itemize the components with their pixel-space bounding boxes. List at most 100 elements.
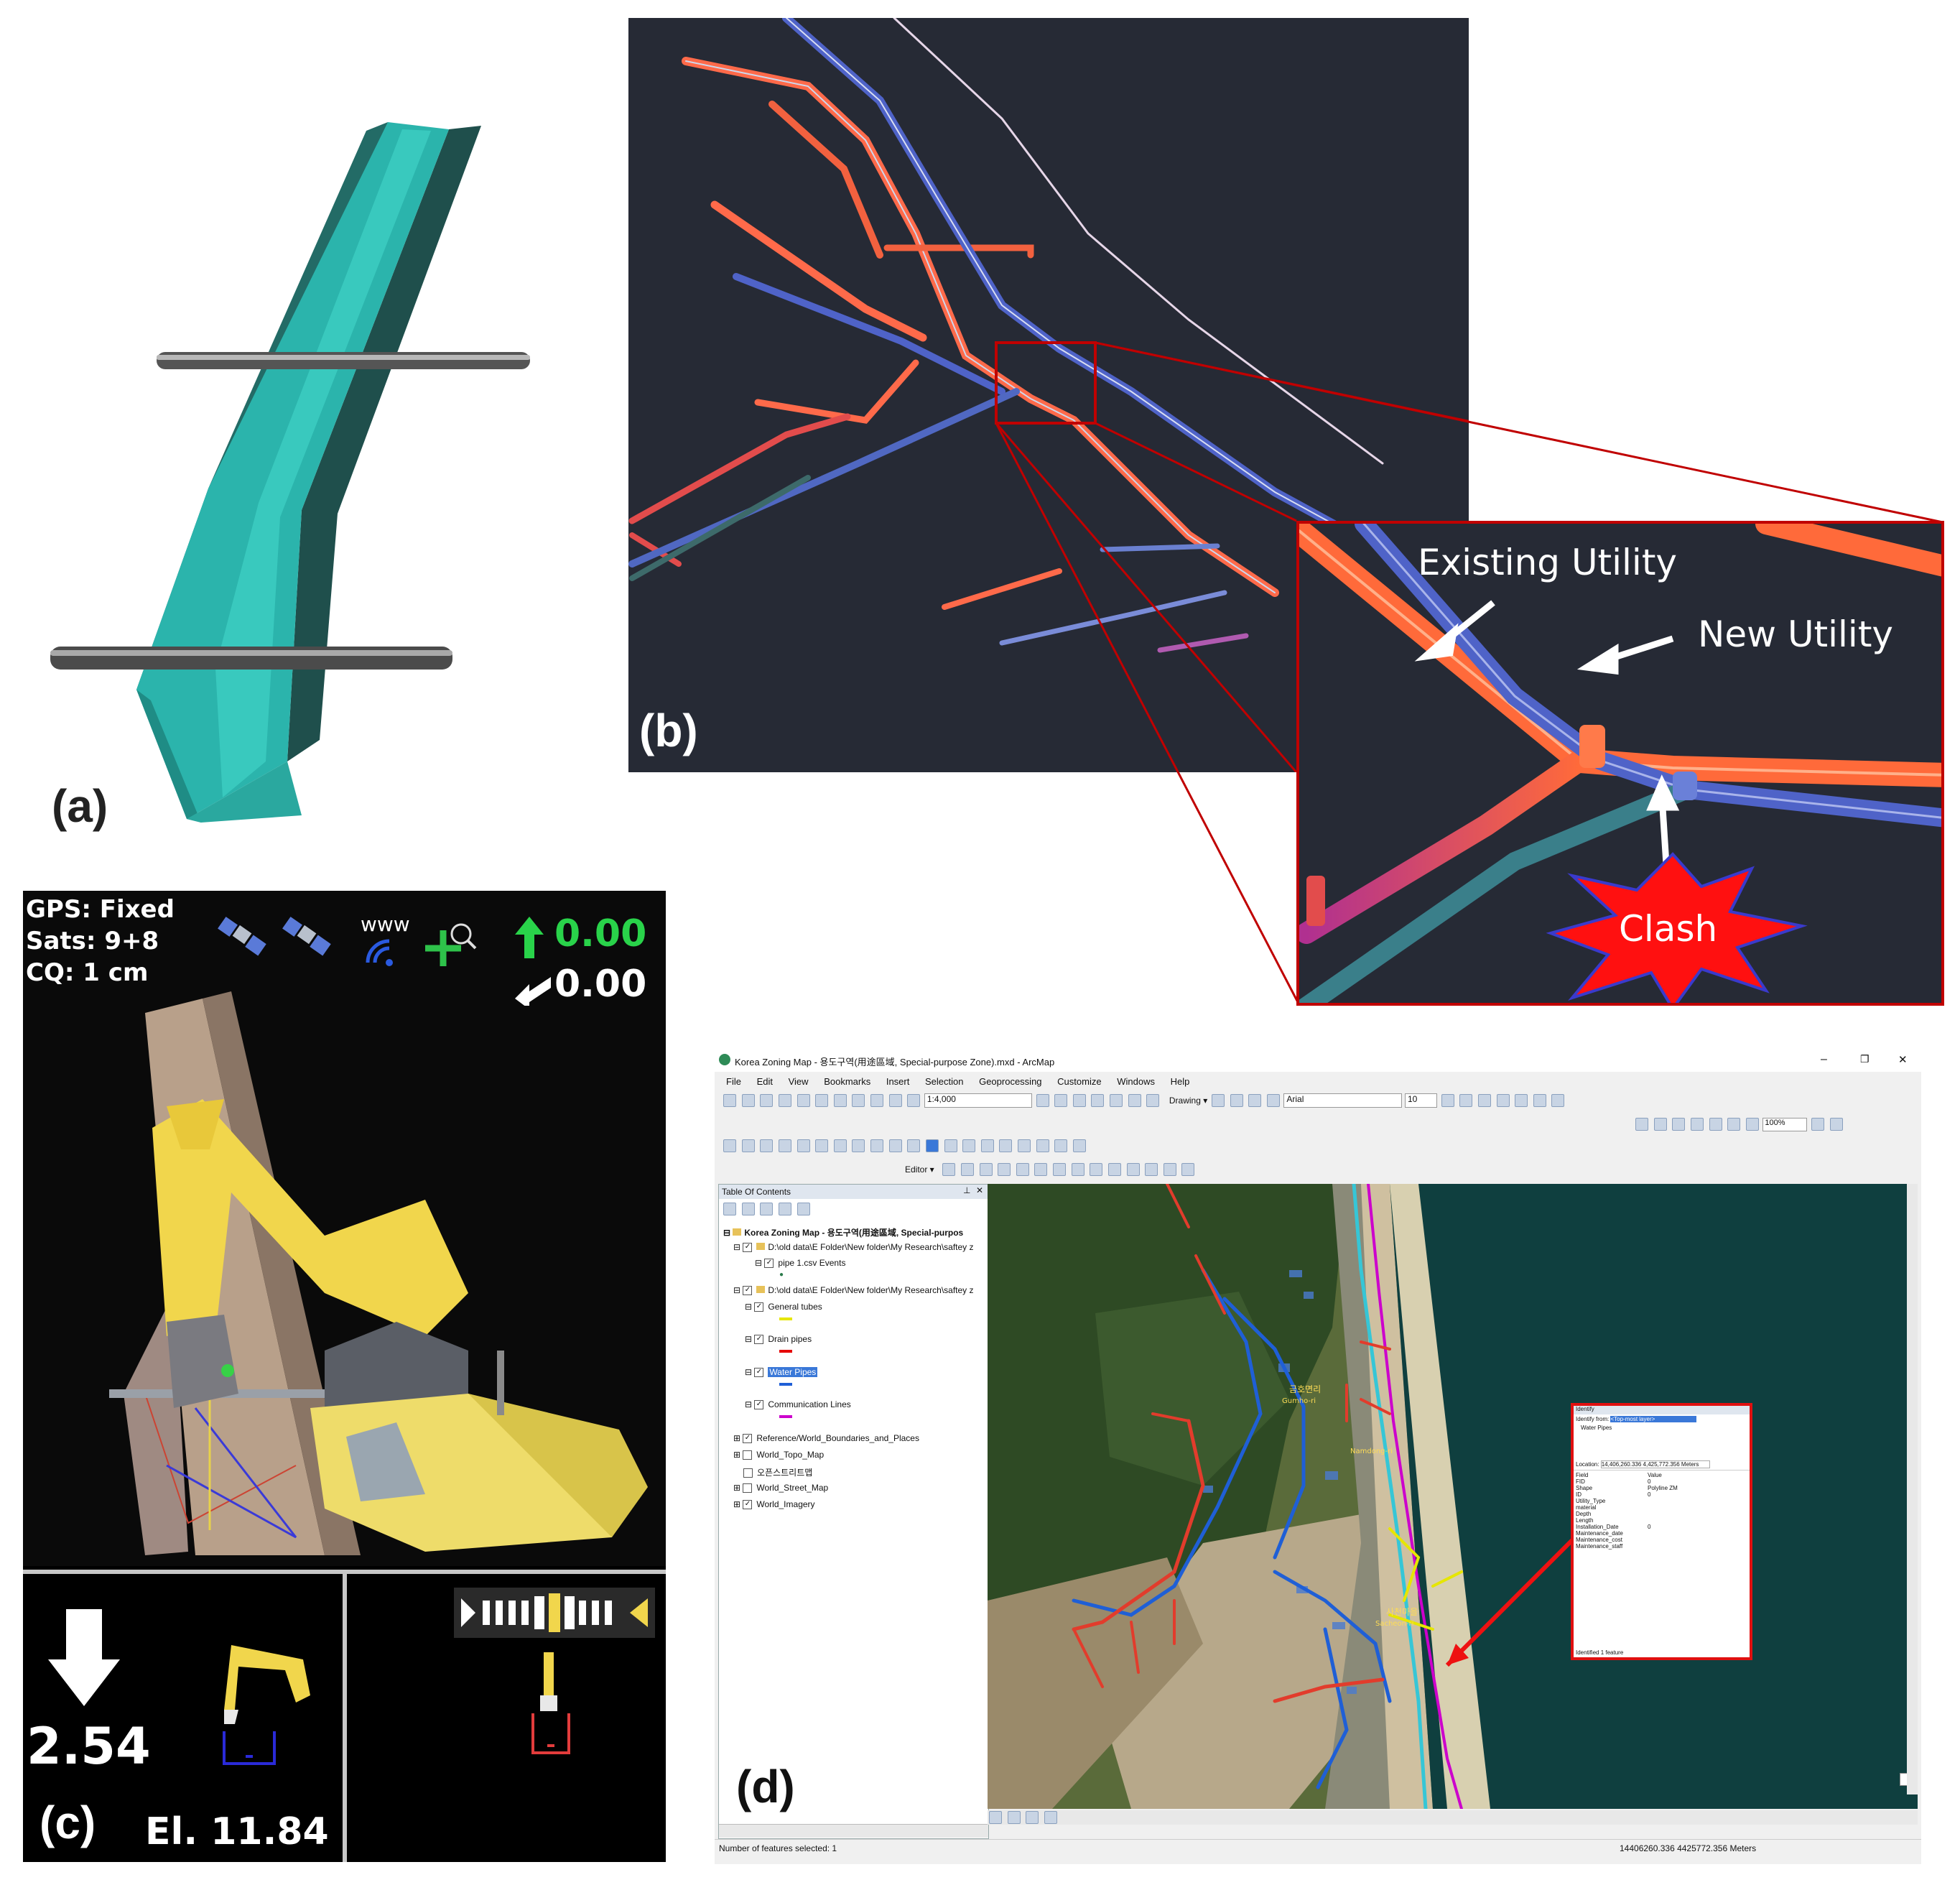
python-window-icon[interactable]	[1128, 1094, 1141, 1107]
menu-insert[interactable]: Insert	[886, 1076, 910, 1087]
fixed-zoom-out-icon[interactable]	[1745, 1118, 1759, 1131]
arctoolbox-icon[interactable]	[1110, 1094, 1123, 1107]
fixed-zoom-in-icon[interactable]	[1727, 1118, 1741, 1131]
add-data-icon[interactable]	[907, 1094, 921, 1107]
find-route-icon[interactable]	[1018, 1139, 1031, 1152]
menu-bookmarks[interactable]: Bookmarks	[824, 1076, 871, 1087]
cut-polygons-icon[interactable]	[1090, 1163, 1103, 1176]
underline-icon[interactable]	[1477, 1094, 1491, 1107]
bold-icon[interactable]	[1441, 1094, 1454, 1107]
satellite-icon-2[interactable]	[278, 912, 335, 963]
close-button[interactable]: ✕	[1898, 1054, 1908, 1066]
copy-icon[interactable]	[815, 1094, 829, 1107]
reshape-icon[interactable]	[1071, 1163, 1084, 1176]
refresh-view-icon[interactable]	[1026, 1811, 1039, 1824]
data-view-icon[interactable]	[989, 1811, 1002, 1824]
trace-icon[interactable]	[1016, 1163, 1029, 1176]
attributes-icon[interactable]	[1145, 1163, 1158, 1176]
toc-horizontal-scrollbar[interactable]	[719, 1824, 988, 1838]
zoom-in-icon[interactable]	[723, 1139, 736, 1152]
viewer-window-icon[interactable]	[1072, 1139, 1086, 1152]
cut-icon[interactable]	[796, 1094, 810, 1107]
layout-pan-icon[interactable]	[1672, 1118, 1686, 1131]
toc-window-icon[interactable]	[1054, 1094, 1068, 1107]
go-to-xy-icon[interactable]	[1036, 1139, 1049, 1152]
toc-close-icon[interactable]: ✕	[976, 1185, 984, 1195]
end-point-arc-icon[interactable]	[998, 1163, 1011, 1176]
text-icon[interactable]	[1266, 1094, 1280, 1107]
toc-layer-drain-pipes[interactable]: ⊟ ✓Drain pipes	[745, 1334, 812, 1345]
layout-zoom-percent[interactable]: 100%	[1762, 1117, 1808, 1131]
identify-from-select[interactable]: <Top-most layer>	[1610, 1416, 1697, 1422]
satellite-icon[interactable]	[213, 912, 271, 963]
menu-edit[interactable]: Edit	[756, 1076, 773, 1087]
toc-basemap-street[interactable]: ⊞ World_Street_Map	[733, 1483, 829, 1493]
clear-selection-icon[interactable]	[888, 1139, 902, 1152]
toc-layer-water-pipes[interactable]: ⊟ ✓Water Pipes	[745, 1367, 818, 1378]
menu-windows[interactable]: Windows	[1117, 1076, 1155, 1087]
line-color-icon[interactable]	[1533, 1094, 1546, 1107]
toc-options-icon[interactable]	[796, 1203, 810, 1215]
list-by-source-icon[interactable]	[741, 1203, 755, 1215]
toc-basemap-openstreetmap[interactable]: 오픈스트리트맵	[743, 1466, 812, 1478]
italic-icon[interactable]	[1459, 1094, 1473, 1107]
focus-data-frame-icon[interactable]	[1829, 1118, 1843, 1131]
save-icon[interactable]	[760, 1094, 774, 1107]
toc-layer-communication-lines[interactable]: ⊟ ✓Communication Lines	[745, 1399, 851, 1410]
full-extent-icon[interactable]	[778, 1139, 791, 1152]
editor-toolbar-icon[interactable]	[1036, 1094, 1049, 1107]
fixed-zoom-in-map-icon[interactable]	[796, 1139, 810, 1152]
hyperlink-icon[interactable]	[944, 1139, 957, 1152]
straight-segment-icon[interactable]	[979, 1163, 993, 1176]
point-icon[interactable]	[1034, 1163, 1048, 1176]
find-icon[interactable]	[999, 1139, 1013, 1152]
select-elements-icon[interactable]	[1211, 1094, 1225, 1107]
delete-icon[interactable]	[852, 1094, 865, 1107]
catalog-window-icon[interactable]	[1072, 1094, 1086, 1107]
pan-icon[interactable]	[760, 1139, 774, 1152]
back-extent-icon[interactable]	[833, 1139, 847, 1152]
new-document-icon[interactable]	[723, 1094, 736, 1107]
zoom-whole-page-icon[interactable]	[1690, 1118, 1704, 1131]
toc-basemap-reference[interactable]: ⊞ ✓Reference/World_Boundaries_and_Places	[733, 1433, 919, 1444]
editor-menu[interactable]: Editor ▾	[905, 1164, 934, 1175]
split-icon[interactable]	[1107, 1163, 1121, 1176]
menu-selection[interactable]: Selection	[924, 1076, 964, 1087]
html-popup-icon[interactable]	[962, 1139, 976, 1152]
map-vertical-scrollbar[interactable]	[1907, 1184, 1918, 1794]
toc-root-dataframe[interactable]: ⊟ Korea Zoning Map - 용도구역(用途區域, Special-…	[723, 1228, 964, 1238]
select-features-icon[interactable]	[870, 1139, 883, 1152]
menu-view[interactable]: View	[788, 1076, 809, 1087]
toggle-draft-icon[interactable]	[1811, 1118, 1824, 1131]
edit-tool-icon[interactable]	[942, 1163, 956, 1176]
select-elements-map-icon[interactable]	[907, 1139, 921, 1152]
toc-pin-icon[interactable]: ⊥	[963, 1185, 971, 1195]
layout-view-icon[interactable]	[1007, 1811, 1021, 1824]
print-icon[interactable]	[778, 1094, 791, 1107]
open-icon[interactable]	[741, 1094, 755, 1107]
toc-pipe-events[interactable]: ⊟ ✓pipe 1.csv Events	[755, 1258, 846, 1269]
layout-zoom-in-icon[interactable]	[1635, 1118, 1648, 1131]
sketch-properties-icon[interactable]	[1163, 1163, 1176, 1176]
edit-vertices-icon[interactable]	[1053, 1163, 1067, 1176]
identify-icon[interactable]	[925, 1139, 939, 1152]
rotate-icon[interactable]	[1230, 1094, 1243, 1107]
identify-tree-layer[interactable]: Water Pipes	[1581, 1425, 1612, 1431]
menu-help[interactable]: Help	[1170, 1076, 1190, 1087]
edit-annotation-icon[interactable]	[960, 1163, 974, 1176]
undo-icon[interactable]	[870, 1094, 883, 1107]
pause-drawing-icon[interactable]	[1044, 1811, 1057, 1824]
create-features-icon[interactable]	[1181, 1163, 1195, 1176]
font-color-icon[interactable]	[1496, 1094, 1510, 1107]
list-by-selection-icon[interactable]	[778, 1203, 791, 1215]
model-builder-icon[interactable]	[1146, 1094, 1160, 1107]
toc-basemap-topo[interactable]: ⊞ World_Topo_Map	[733, 1450, 825, 1460]
search-window-icon[interactable]	[1091, 1094, 1105, 1107]
menu-geoprocessing[interactable]: Geoprocessing	[979, 1076, 1042, 1087]
rectangle-icon[interactable]	[1248, 1094, 1262, 1107]
minimize-button[interactable]: –	[1821, 1053, 1827, 1065]
marker-color-icon[interactable]	[1551, 1094, 1565, 1107]
toc-basemap-imagery[interactable]: ⊞ ✓World_Imagery	[733, 1499, 815, 1510]
list-by-visibility-icon[interactable]	[760, 1203, 774, 1215]
fill-color-icon[interactable]	[1515, 1094, 1528, 1107]
